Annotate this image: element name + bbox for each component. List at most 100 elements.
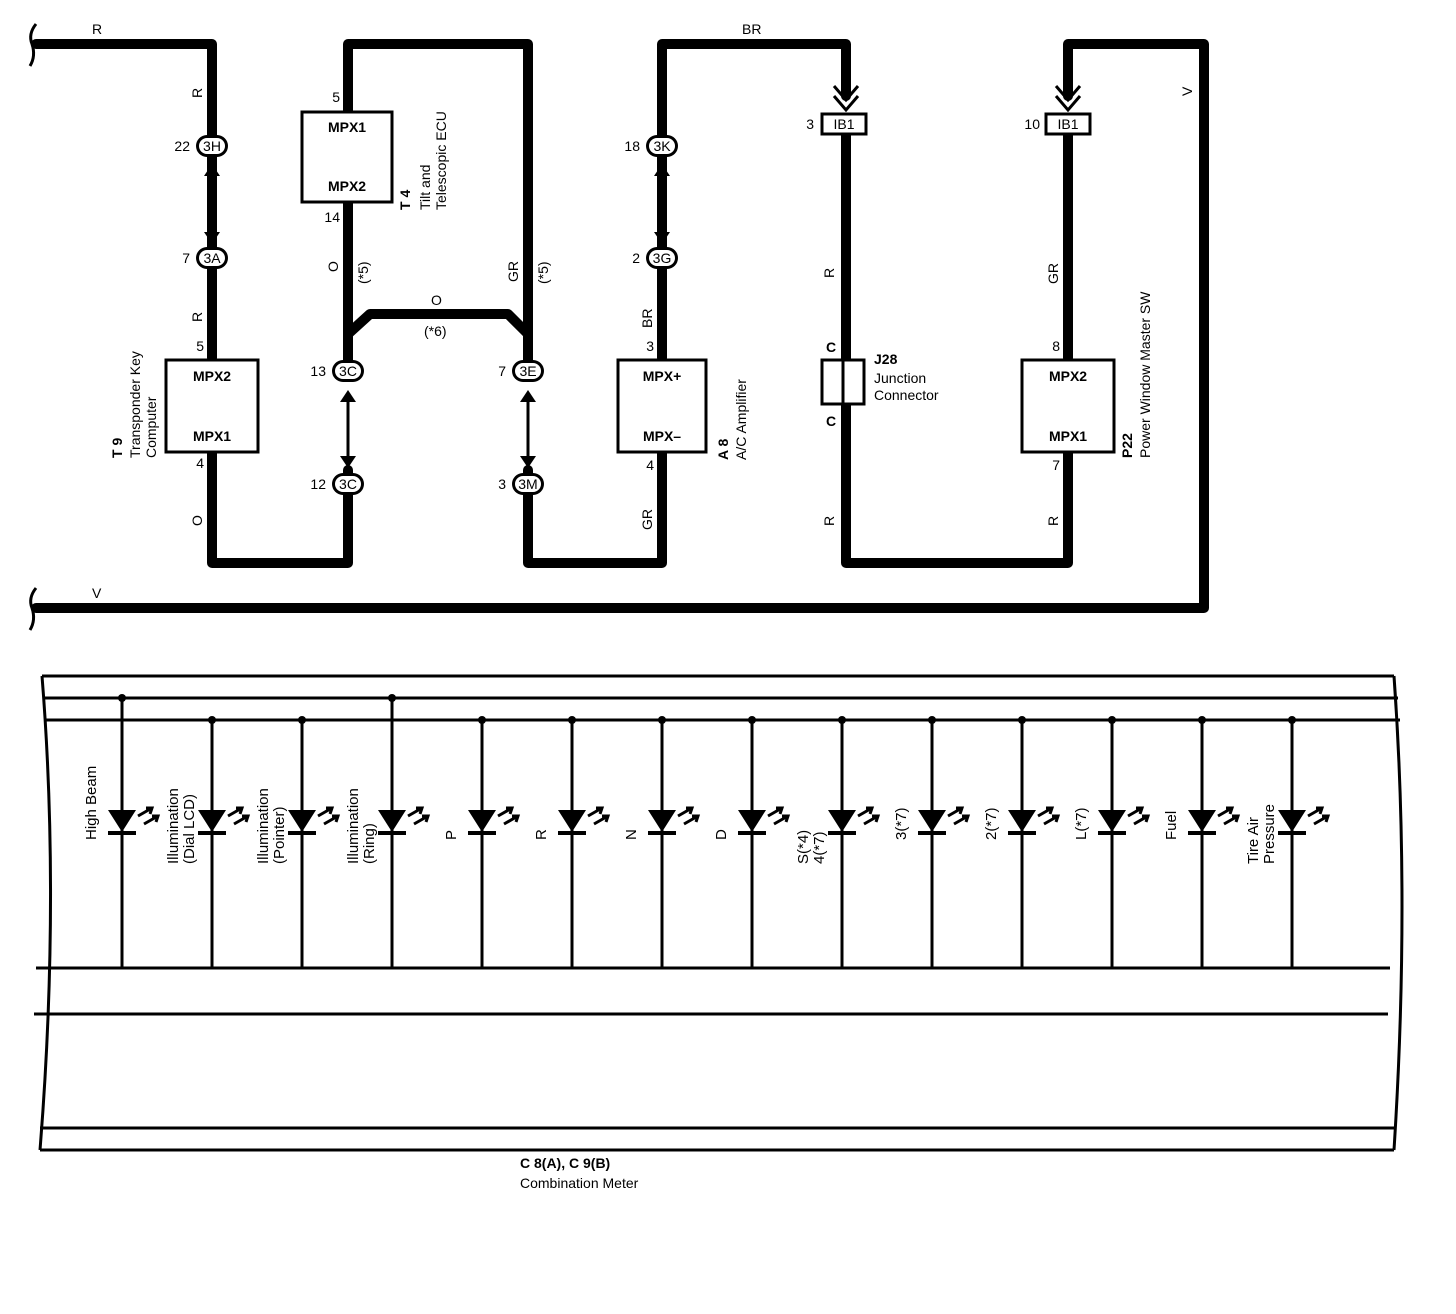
light-emission-arrows	[407, 806, 431, 826]
svg-text:A 8: A 8	[715, 439, 731, 460]
svg-text:MPX2: MPX2	[328, 178, 366, 194]
wire-br	[657, 39, 851, 363]
svg-text:3H: 3H	[203, 138, 221, 154]
wire-color-label: R	[189, 88, 205, 98]
meter-name: Combination Meter	[520, 1175, 639, 1191]
led-symbol	[108, 810, 136, 832]
svg-text:7: 7	[182, 250, 190, 266]
svg-text:MPX1: MPX1	[1049, 428, 1087, 444]
led-indicator: P	[443, 716, 521, 968]
svg-text:C: C	[826, 413, 836, 429]
led-indicator: Fuel	[1163, 716, 1241, 968]
led-label: 3(*7)	[893, 807, 910, 840]
led-label: N	[623, 829, 640, 840]
svg-text:Telescopic ECU: Telescopic ECU	[433, 111, 449, 210]
light-emission-arrows	[317, 806, 341, 826]
wire-v	[31, 39, 1209, 613]
svg-text:5: 5	[332, 89, 340, 105]
led-label: D	[713, 829, 730, 840]
wire-note-label: (*5)	[535, 261, 551, 284]
light-emission-arrows	[1127, 806, 1151, 826]
wire-color-label: GR	[639, 509, 655, 530]
led-symbol	[1188, 810, 1216, 832]
wire-color-label: R	[821, 268, 837, 278]
light-emission-arrows	[947, 806, 971, 826]
wire-color-label: O	[431, 292, 442, 308]
light-emission-arrows	[1217, 806, 1241, 826]
led-label: Pressure	[1261, 804, 1278, 864]
led-indicator: Illumination(Ring)	[345, 694, 431, 968]
led-indicator: L(*7)	[1073, 716, 1151, 968]
connector-3c-13: 3C 13	[310, 360, 364, 382]
component-t4: MPX1 MPX2 5 14 T 4 Tilt and Telescopic E…	[300, 89, 449, 225]
svg-text:MPX2: MPX2	[1049, 368, 1087, 384]
wire-note-label: (*6)	[424, 323, 447, 339]
svg-text:MPX2: MPX2	[193, 368, 231, 384]
svg-text:3C: 3C	[339, 476, 357, 492]
wire-color-label: BR	[639, 309, 655, 328]
led-label: L(*7)	[1073, 807, 1090, 840]
led-label: Illumination	[165, 788, 182, 864]
light-emission-arrows	[857, 806, 881, 826]
led-indicator: D	[713, 716, 791, 968]
led-label: (Pointer)	[271, 806, 288, 864]
svg-text:12: 12	[310, 476, 326, 492]
wire-color-label: GR	[505, 261, 521, 282]
led-label: High Beam	[83, 766, 100, 840]
svg-text:14: 14	[324, 209, 340, 225]
component-p22: MPX2 MPX1 8 7 P22 Power Window Master SW	[1020, 291, 1153, 473]
junction-ib1-10: IB1 10	[1024, 112, 1092, 136]
junction-ib1-3: IB1 3	[806, 112, 868, 136]
light-emission-arrows	[137, 806, 161, 826]
led-symbol	[1098, 810, 1126, 832]
meter-right-edge	[1392, 675, 1404, 1151]
svg-text:10: 10	[1024, 116, 1040, 132]
svg-text:Junction: Junction	[874, 370, 926, 386]
wire-color-label: R	[821, 516, 837, 526]
svg-text:Connector: Connector	[874, 387, 939, 403]
svg-text:4: 4	[196, 455, 204, 471]
meter-left-edge	[38, 675, 53, 1151]
svg-text:MPX1: MPX1	[193, 428, 231, 444]
led-symbol	[378, 810, 406, 832]
led-symbol	[918, 810, 946, 832]
led-indicator: 2(*7)	[983, 716, 1061, 968]
wire-color-label: R	[189, 312, 205, 322]
wire-color-label: BR	[742, 21, 761, 37]
ib1-chevron	[1054, 85, 1082, 113]
wire-color-label: O	[189, 515, 205, 526]
svg-text:P22: P22	[1119, 433, 1135, 458]
led-label: Illumination	[345, 788, 362, 864]
svg-text:A/C Amplifier: A/C Amplifier	[733, 379, 749, 460]
ib1-chevron	[832, 85, 860, 113]
connector-link-arrows	[204, 164, 670, 468]
led-indicator: Illumination(Pointer)	[255, 716, 341, 968]
light-emission-arrows	[677, 806, 701, 826]
wire-color-label: GR	[1045, 263, 1061, 284]
led-label: Fuel	[1163, 811, 1180, 840]
led-symbol	[198, 810, 226, 832]
led-symbol	[288, 810, 316, 832]
svg-text:MPX+: MPX+	[643, 368, 682, 384]
connector-3g: 3G 2	[632, 247, 678, 269]
svg-text:J28: J28	[874, 351, 898, 367]
connector-3k: 3K 18	[624, 135, 678, 157]
svg-text:5: 5	[196, 338, 204, 354]
svg-text:18: 18	[624, 138, 640, 154]
svg-text:T 9: T 9	[109, 438, 125, 458]
wire-color-label: R	[1045, 516, 1061, 526]
led-indicator: High Beam	[83, 694, 161, 968]
led-label: (Ring)	[361, 823, 378, 864]
svg-text:Transponder Key: Transponder Key	[127, 351, 143, 458]
top-wiring: R V BR V R R O O (*5) GR (*5) O (*6) BR …	[28, 21, 1209, 631]
svg-text:2: 2	[632, 250, 640, 266]
wire-color-label: R	[92, 21, 102, 37]
light-emission-arrows	[1037, 806, 1061, 826]
led-indicator: S(*4)4(*7)	[795, 716, 881, 968]
led-indicator: Illumination(Dial LCD)	[165, 716, 251, 968]
svg-text:Computer: Computer	[143, 396, 159, 458]
light-emission-arrows	[587, 806, 611, 826]
